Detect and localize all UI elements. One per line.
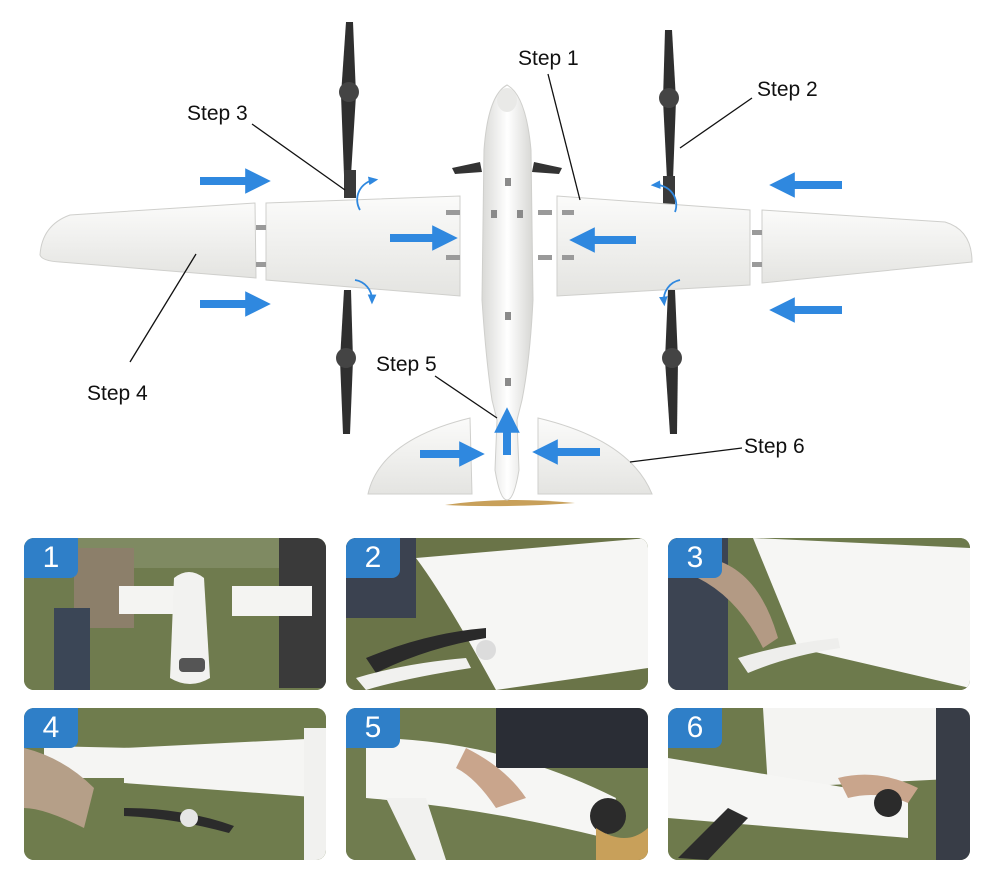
photo-2-badge: 2 xyxy=(346,538,400,578)
propeller-front-right xyxy=(659,30,679,204)
photo-step-1: 1 xyxy=(24,538,326,690)
step-4-label: Step 4 xyxy=(87,382,148,405)
wing-inner-left xyxy=(265,195,461,297)
wing-pins xyxy=(256,210,762,267)
photo-step-2: 2 xyxy=(346,538,648,690)
leader-lines xyxy=(129,73,753,463)
rotation-arrows xyxy=(354,176,681,307)
canard-left xyxy=(452,162,482,174)
wing-outer-left xyxy=(39,202,257,279)
photo-step-6: 6 xyxy=(668,708,970,860)
photo-4-badge: 4 xyxy=(24,708,78,748)
photo-step-5: 5 xyxy=(346,708,648,860)
step-1-label: Step 1 xyxy=(518,47,579,70)
fuselage xyxy=(481,84,534,501)
photo-5-badge: 5 xyxy=(346,708,400,748)
photo-3-badge: 3 xyxy=(668,538,722,578)
photo-step-3: 3 xyxy=(668,538,970,690)
photo-step-4: 4 xyxy=(24,708,326,860)
propeller-rear-right xyxy=(662,290,682,434)
propeller-front-left xyxy=(339,22,359,198)
fuselage-latches xyxy=(491,178,523,386)
wing-inner-right xyxy=(556,195,751,297)
assembly-diagram: Step 1 Step 2 Step 3 Step 4 Step 5 Step … xyxy=(39,22,973,507)
step-2-label: Step 2 xyxy=(757,78,818,101)
canard-right xyxy=(532,162,562,174)
photo-6-badge: 6 xyxy=(668,708,722,748)
assembly-arrows xyxy=(200,168,842,467)
photo-1-badge: 1 xyxy=(24,538,78,578)
propeller-rear-left xyxy=(336,290,356,434)
step-3-label: Step 3 xyxy=(187,102,248,125)
wing-outer-right xyxy=(761,209,973,284)
step-6-label: Step 6 xyxy=(744,435,805,458)
tail-propeller xyxy=(445,499,575,507)
step-5-label: Step 5 xyxy=(376,353,437,376)
